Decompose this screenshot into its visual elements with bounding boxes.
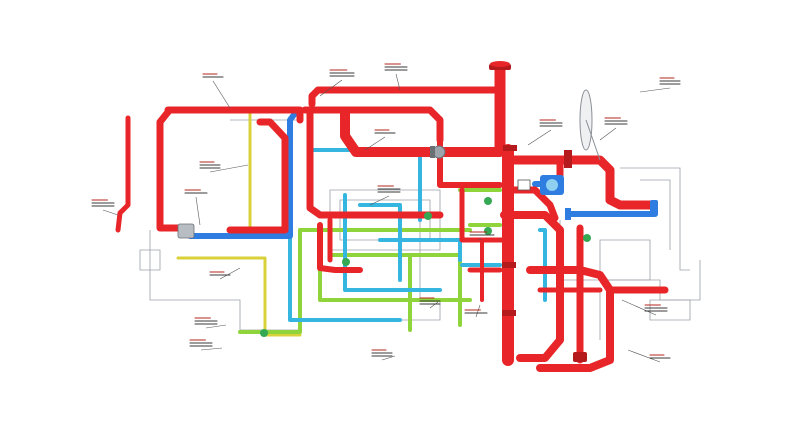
callout-leader-line: [212, 80, 231, 109]
callout-leader-line: [319, 79, 343, 97]
flange-icon: [573, 352, 587, 362]
callout-c7: [369, 185, 401, 206]
callout-c4: [364, 129, 396, 151]
callout-leader-line: [527, 129, 552, 146]
valve-icon: [484, 227, 492, 235]
valve-icon: [583, 234, 591, 242]
callout-c6: [184, 189, 208, 226]
callout-leader-line: [369, 195, 390, 206]
callout-c8: [91, 199, 119, 216]
callout-c18: [639, 77, 681, 93]
equipment: [177, 61, 658, 362]
callout-c1: [202, 73, 231, 109]
meter-icon: [517, 179, 531, 191]
callout-c19: [621, 299, 668, 316]
valve-icon: [484, 197, 492, 205]
callout-c16: [527, 119, 563, 146]
callout-leader-line: [477, 238, 483, 241]
callout-leader-line: [475, 304, 481, 318]
callout-c5: [199, 161, 249, 173]
callout-leader-line: [219, 267, 241, 280]
valve-icon: [342, 258, 350, 266]
callout-c13: [194, 317, 227, 329]
callout-c17: [599, 117, 628, 141]
lime-pipes: [238, 188, 502, 334]
callout-c3: [384, 63, 408, 91]
callout-c9: [469, 231, 495, 241]
callout-leader-line: [195, 196, 201, 226]
end-cap-icon: [650, 200, 658, 216]
callout-c20: [627, 349, 671, 363]
callout-c15: [371, 349, 396, 361]
valve-icon: [260, 329, 268, 337]
callout-leader-line: [429, 301, 439, 309]
callout-leader-line: [395, 73, 401, 91]
callout-leader-line: [200, 347, 223, 351]
callout-leader-line: [639, 87, 671, 93]
red-pipes: [115, 62, 669, 372]
callout-leader-line: [381, 355, 396, 361]
callout-leader-line: [209, 164, 249, 173]
callout-leader-line: [205, 324, 227, 329]
callout-leader-line: [627, 349, 661, 363]
callout-c11: [419, 297, 441, 309]
callout-c12: [464, 304, 488, 318]
callout-labels: [91, 63, 681, 363]
callout-leader-line: [621, 299, 657, 316]
callout-leader-line: [599, 127, 617, 141]
callout-c10: [209, 267, 241, 280]
callout-c2: [319, 69, 355, 97]
valve-icon: [424, 212, 432, 220]
callout-leader-line: [364, 136, 386, 151]
callout-c14: [189, 339, 223, 351]
callout-leader-line: [102, 209, 119, 216]
